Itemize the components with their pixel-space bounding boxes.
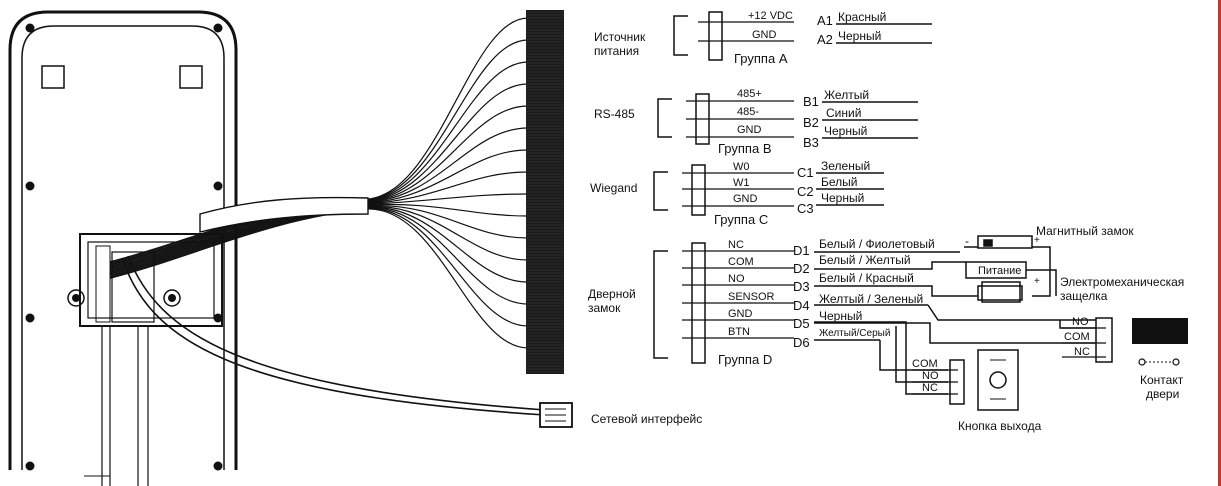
- electromech-label-2: защелка: [1060, 289, 1108, 303]
- contact-pin-no: NO: [1072, 316, 1089, 328]
- button-pin-no: NO: [922, 370, 939, 382]
- group-c-side-label: Wiegand: [590, 181, 637, 195]
- device-screws: [25, 23, 223, 471]
- wire-b2: Синий: [826, 106, 861, 120]
- contact-label-2: двери: [1146, 387, 1179, 401]
- pin-12vdc: +12 VDC: [748, 10, 793, 22]
- contact-label: Контакт: [1140, 373, 1184, 387]
- wire-a2: Черный: [838, 29, 881, 43]
- wire-d5: Черный: [819, 309, 862, 323]
- door-contact: NO COM NC: [1062, 316, 1188, 366]
- wire-d1: Белый / Фиолетовый: [819, 237, 935, 251]
- group-c: Wiegand W0 W1 GND C1 C2 C3 Зеленый Белый…: [590, 159, 884, 227]
- button-pin-com: COM: [912, 358, 938, 370]
- group-a-side-label-2: питания: [594, 44, 639, 58]
- term-d4: D4: [793, 298, 810, 313]
- svg-text:+: +: [1034, 235, 1040, 246]
- term-d2: D2: [793, 261, 810, 276]
- term-d3: D3: [793, 279, 810, 294]
- term-d6: D6: [793, 335, 810, 350]
- magnetic-lock: + -: [964, 234, 1051, 297]
- pin-sensor: SENSOR: [728, 291, 775, 303]
- pin-w1: W1: [733, 177, 750, 189]
- group-c-label: Группа C: [714, 212, 768, 227]
- term-a1: A1: [817, 13, 833, 28]
- term-a2: A2: [817, 32, 833, 47]
- cable-sheath: [199, 196, 369, 233]
- contact-pin-nc: NC: [1074, 346, 1090, 358]
- wire-d4: Желтый / Зеленый: [819, 292, 923, 306]
- connector-ribs: [526, 11, 564, 373]
- bundle-wire: [109, 208, 529, 349]
- button-pin-nc: NC: [922, 382, 938, 394]
- power-label: Питание: [978, 265, 1021, 277]
- network-interface-label: Сетевой интерфейс: [591, 412, 702, 426]
- wire-d6: Желтый/Серый: [819, 328, 890, 339]
- wire-a1: Красный: [838, 10, 886, 24]
- power-supply: [964, 261, 1057, 296]
- exit-button: COM NO NC: [912, 349, 1019, 411]
- group-a-side-label: Источник: [594, 30, 646, 44]
- pin-c-gnd: GND: [733, 193, 758, 205]
- svg-text:-: -: [965, 288, 969, 302]
- pin-d-gnd: GND: [728, 308, 753, 320]
- term-b1: B1: [803, 94, 819, 109]
- wire-d2: Белый / Желтый: [819, 253, 911, 267]
- group-d-side-label-2: замок: [588, 301, 621, 315]
- pin-no: NO: [728, 273, 745, 285]
- right-edge-stripe: [1218, 0, 1221, 486]
- pin-485-minus: 485-: [737, 106, 759, 118]
- svg-text:+: +: [1034, 276, 1040, 287]
- svg-text:-: -: [965, 234, 969, 248]
- term-c1: C1: [797, 165, 814, 180]
- pin-w0: W0: [733, 161, 750, 173]
- device-back-view: [8, 10, 238, 486]
- bundle-wire: [109, 39, 529, 264]
- magnetic-lock-label: Магнитный замок: [1036, 224, 1134, 238]
- pin-nc: NC: [728, 239, 744, 251]
- pin-a-gnd: GND: [752, 29, 777, 41]
- group-b: RS-485 485+ 485- GND B1 B2 B3 Желтый Син…: [594, 88, 918, 156]
- wire-c3: Черный: [821, 191, 864, 205]
- wire-d3: Белый / Красный: [819, 271, 914, 285]
- group-b-side-label: RS-485: [594, 107, 635, 121]
- exit-button-label: Кнопка выхода: [958, 419, 1042, 433]
- cable-bundle: [109, 17, 529, 349]
- term-d5: D5: [793, 316, 810, 331]
- electromechanical-latch: + -: [964, 276, 1040, 303]
- pin-b-gnd: GND: [737, 124, 762, 136]
- term-b3: B3: [803, 135, 819, 150]
- group-d: Дверной замок NC COM NO SENSOR GND BTN D…: [588, 237, 1106, 395]
- group-d-side-label: Дверной: [588, 287, 636, 301]
- term-c2: C2: [797, 184, 814, 199]
- electromech-label: Электромеханическая: [1060, 275, 1184, 289]
- group-a: Источник питания +12 VDC GND A1 A2 Красн…: [594, 10, 932, 66]
- term-d1: D1: [793, 243, 810, 258]
- term-c3: C3: [797, 201, 814, 216]
- group-a-label: Группа A: [734, 51, 788, 66]
- term-b2: B2: [803, 115, 819, 130]
- pin-com: COM: [728, 256, 754, 268]
- pin-btn: BTN: [728, 326, 750, 338]
- group-b-label: Группа B: [718, 141, 772, 156]
- wire-c1: Зеленый: [821, 159, 870, 173]
- wire-c2: Белый: [821, 175, 857, 189]
- network-cable: [121, 255, 573, 428]
- wire-b1: Желтый: [824, 88, 869, 102]
- group-d-label: Группа D: [718, 352, 772, 367]
- wire-b3: Черный: [824, 124, 867, 138]
- contact-pin-com: COM: [1064, 331, 1090, 343]
- pin-485-plus: 485+: [737, 88, 762, 100]
